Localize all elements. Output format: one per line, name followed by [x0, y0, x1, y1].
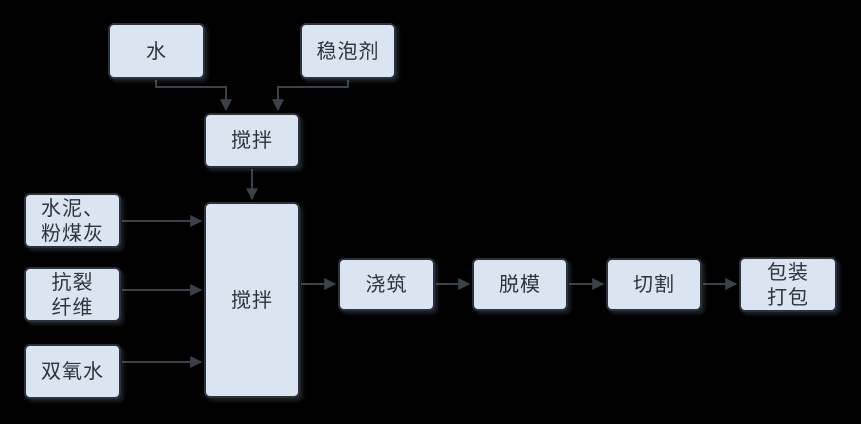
node-pouring-label: 浇筑 [365, 272, 408, 297]
edge-water-to-mixing1 [155, 80, 232, 112]
node-cement-flyash-label: 水泥、 粉煤灰 [41, 196, 104, 245]
node-demolding: 脱模 [472, 258, 568, 311]
node-mixing-2-label: 搅拌 [231, 287, 273, 312]
node-cutting: 切割 [606, 258, 702, 311]
node-mixing-2: 搅拌 [204, 202, 300, 398]
edge-stabilizer-to-mixing1 [272, 80, 349, 112]
node-demolding-label: 脱模 [499, 272, 541, 297]
node-water: 水 [108, 23, 205, 79]
node-hydrogen-peroxide-label: 双氧水 [41, 359, 104, 384]
node-hydrogen-peroxide: 双氧水 [24, 344, 121, 399]
node-cement-flyash: 水泥、 粉煤灰 [24, 193, 121, 248]
node-foam-stabilizer: 稳泡剂 [300, 23, 396, 79]
node-packing-label: 包装 打包 [767, 260, 809, 309]
node-foam-stabilizer-label: 稳泡剂 [316, 38, 380, 63]
node-packing: 包装 打包 [739, 257, 837, 312]
node-mixing-1-label: 搅拌 [231, 128, 273, 153]
node-water-label: 水 [146, 38, 167, 63]
node-anticrack-fiber-label: 抗裂 纤维 [51, 270, 94, 319]
node-cutting-label: 切割 [633, 272, 675, 297]
node-pouring: 浇筑 [338, 258, 435, 311]
node-anticrack-fiber: 抗裂 纤维 [24, 267, 121, 322]
node-mixing-1: 搅拌 [204, 113, 300, 168]
